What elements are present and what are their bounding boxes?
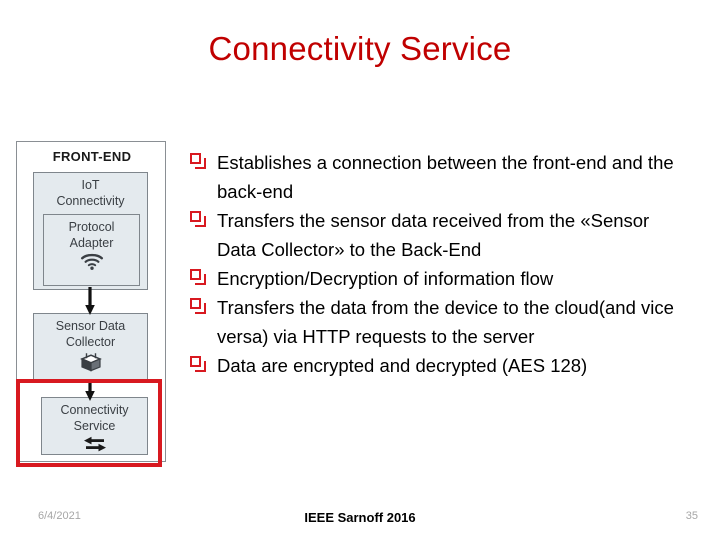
node-iot-connectivity[interactable]: IoT Connectivity Protocol Adapter — [33, 172, 148, 290]
node-protocol-adapter-line1: Protocol — [68, 220, 115, 234]
square-bullet-icon — [190, 148, 217, 169]
bullet-list: Establishes a connection between the fro… — [190, 148, 690, 380]
footer-date: 6/4/2021 — [38, 510, 81, 522]
list-item-text: Encryption/Decryption of information flo… — [217, 268, 554, 289]
list-item-text: Data are encrypted and decrypted (AES 12… — [217, 355, 588, 376]
list-item: Encryption/Decryption of information flo… — [190, 264, 690, 293]
node-sensor-data-collector-line1: Sensor Data — [55, 319, 126, 333]
node-iot-connectivity-line2: Connectivity — [56, 194, 125, 208]
footer-conference: IEEE Sarnoff 2016 — [304, 510, 416, 525]
node-protocol-adapter[interactable]: Protocol Adapter — [43, 214, 140, 286]
list-item: Establishes a connection between the fro… — [190, 148, 690, 206]
node-iot-connectivity-line1: IoT — [81, 178, 100, 192]
package-icon — [79, 353, 102, 372]
square-bullet-icon — [190, 351, 217, 372]
node-sensor-data-collector-label: Sensor Data Collector — [34, 314, 147, 350]
node-connectivity-service-line1: Connectivity — [60, 403, 129, 417]
list-item-text: Establishes a connection between the fro… — [217, 152, 674, 202]
node-sensor-data-collector[interactable]: Sensor Data Collector — [33, 313, 148, 383]
list-item: Transfers the sensor data received from … — [190, 206, 690, 264]
footer-page-number: 35 — [685, 510, 698, 522]
architecture-diagram: FRONT-END IoT Connectivity Protocol Adap… — [16, 141, 168, 467]
node-connectivity-service-line2: Service — [73, 419, 116, 433]
exchange-arrows-icon — [83, 436, 106, 452]
square-bullet-icon — [190, 206, 217, 227]
list-item-text: Transfers the data from the device to th… — [217, 297, 674, 347]
node-connectivity-service[interactable]: Connectivity Service — [41, 397, 148, 455]
node-protocol-adapter-label: Protocol Adapter — [44, 215, 139, 251]
highlight-rectangle — [16, 379, 162, 467]
square-bullet-icon — [190, 264, 217, 285]
wifi-icon — [80, 253, 103, 270]
node-protocol-adapter-line2: Adapter — [69, 236, 114, 250]
node-connectivity-service-label: Connectivity Service — [42, 398, 147, 434]
list-item-text: Transfers the sensor data received from … — [217, 210, 650, 260]
node-iot-connectivity-label: IoT Connectivity — [34, 173, 147, 209]
down-arrow-icon-iot-to-sensor — [85, 287, 95, 315]
node-sensor-data-collector-line2: Collector — [65, 335, 116, 349]
front-end-label: FRONT-END — [52, 149, 132, 164]
page-title: Connectivity Service — [208, 30, 512, 67]
list-item: Transfers the data from the device to th… — [190, 293, 690, 351]
list-item: Data are encrypted and decrypted (AES 12… — [190, 351, 690, 380]
square-bullet-icon — [190, 293, 217, 314]
